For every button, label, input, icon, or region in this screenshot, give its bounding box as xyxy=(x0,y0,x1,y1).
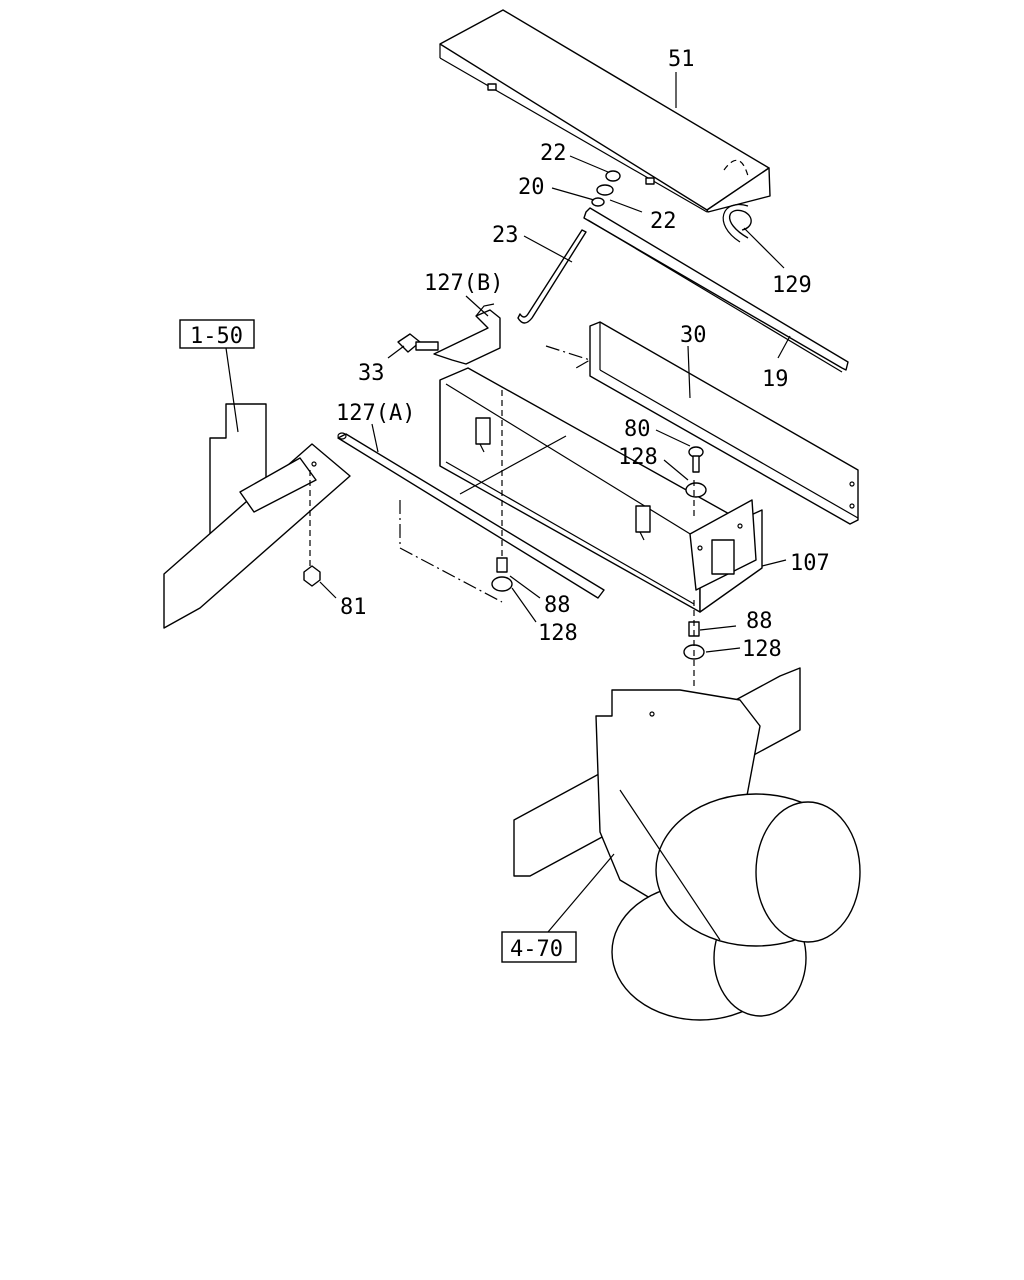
label-30: 30 xyxy=(680,323,707,348)
bottom-frame xyxy=(513,667,861,1021)
ref-label-4-70: 4-70 xyxy=(510,937,563,962)
bracket-part-107 xyxy=(689,499,757,591)
label-88-left: 88 xyxy=(544,593,571,618)
spacer-part-88-left xyxy=(496,557,508,573)
rod-part-19 xyxy=(583,207,849,373)
left-frame xyxy=(163,403,351,629)
label-23: 23 xyxy=(492,223,519,248)
bracket-part-127b xyxy=(433,303,501,365)
label-33: 33 xyxy=(358,361,385,386)
cover-part-51 xyxy=(439,9,771,213)
label-129: 129 xyxy=(772,273,812,298)
ref-label-1-50: 1-50 xyxy=(190,324,243,349)
label-128-right: 128 xyxy=(742,637,782,662)
label-20: 20 xyxy=(518,175,545,200)
cushion-part-128-top xyxy=(685,482,707,498)
label-127b: 127(B) xyxy=(424,271,503,296)
cushion-part-128-left xyxy=(491,576,513,592)
rod-part-127a xyxy=(337,432,605,599)
label-128-top: 128 xyxy=(618,445,658,470)
label-88-right: 88 xyxy=(746,609,773,634)
assembly-lines xyxy=(309,345,695,688)
bolt-part-33 xyxy=(397,333,439,353)
label-22-upper: 22 xyxy=(540,141,567,166)
label-22-lower: 22 xyxy=(650,209,677,234)
label-51: 51 xyxy=(668,47,695,72)
nut-part-81 xyxy=(303,565,321,587)
nut-washer-stack xyxy=(591,170,621,207)
leader-lines xyxy=(225,72,791,933)
ref-box-4-70[interactable]: 4-70 xyxy=(501,931,577,963)
strap-part-23 xyxy=(517,229,587,324)
label-107: 107 xyxy=(790,551,830,576)
bolt-part-80 xyxy=(688,446,704,473)
label-81: 81 xyxy=(340,595,367,620)
label-19: 19 xyxy=(762,367,789,392)
hook-part-129 xyxy=(722,203,752,243)
ref-box-1-50[interactable]: 1-50 xyxy=(179,319,255,349)
label-127a: 127(A) xyxy=(336,401,415,426)
rail-part-30 xyxy=(589,321,859,525)
label-80: 80 xyxy=(624,417,651,442)
label-128-left: 128 xyxy=(538,621,578,646)
